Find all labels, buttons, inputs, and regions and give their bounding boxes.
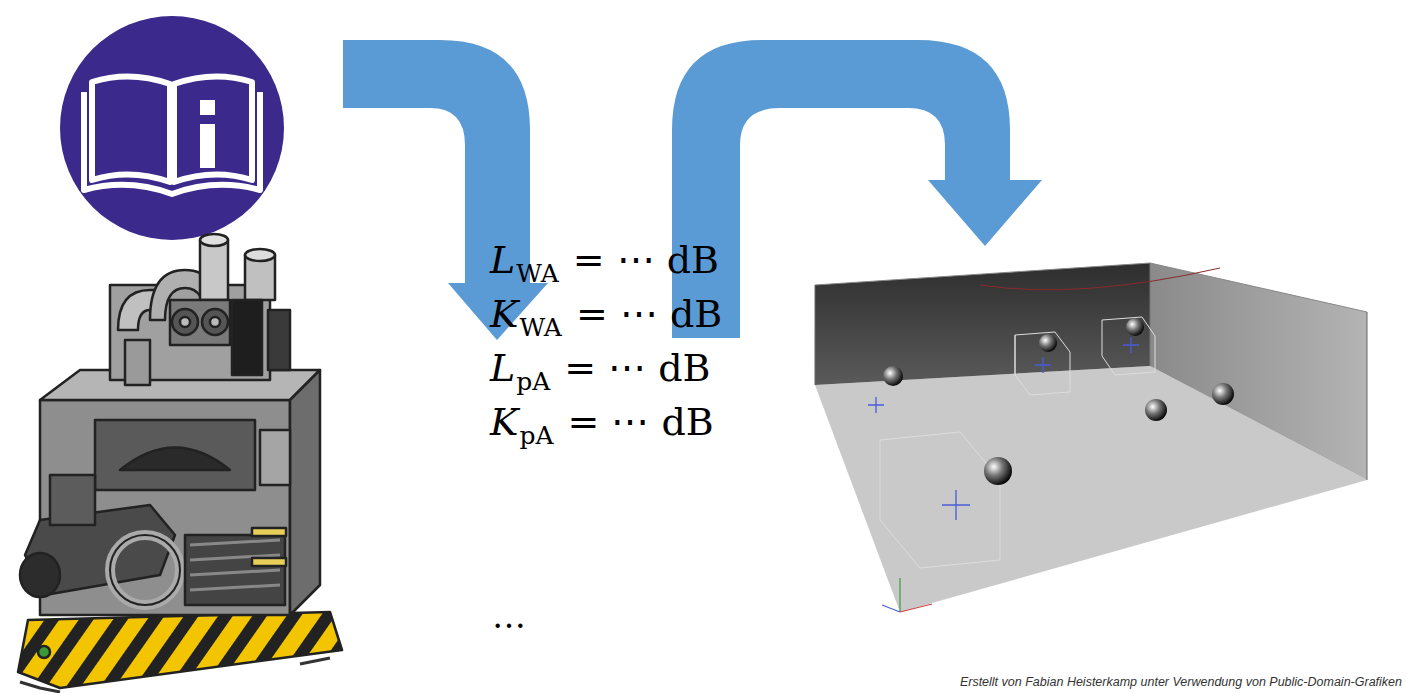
quantity-subscript: pA <box>519 421 553 450</box>
quantity-symbol: K <box>490 400 518 444</box>
machine-illustration <box>18 234 342 692</box>
quantity-value: = ⋯ dB <box>573 238 719 282</box>
formula-line: KWA= ⋯ dB <box>490 292 722 336</box>
continuation-mark: … <box>492 596 526 636</box>
quantity-symbol: L <box>490 238 515 282</box>
quantity-subscript: WA <box>516 259 559 288</box>
flow-arrow <box>343 40 548 340</box>
quantity-value: = ⋯ dB <box>576 292 722 336</box>
info-icon <box>60 16 284 240</box>
credit-caption: Erstellt von Fabian Heisterkamp unter Ve… <box>960 675 1402 689</box>
formula-line: KpA= ⋯ dB <box>490 400 714 444</box>
room-model <box>815 263 1367 612</box>
quantity-subscript: pA <box>516 367 550 396</box>
quantity-symbol: K <box>490 292 518 336</box>
quantity-value: = ⋯ dB <box>567 400 713 444</box>
quantity-subscript: WA <box>519 313 562 342</box>
quantity-symbol: L <box>490 346 515 390</box>
formula-line: LpA= ⋯ dB <box>490 346 711 390</box>
quantity-value: = ⋯ dB <box>564 346 710 390</box>
formula-line: LWA= ⋯ dB <box>490 238 719 282</box>
